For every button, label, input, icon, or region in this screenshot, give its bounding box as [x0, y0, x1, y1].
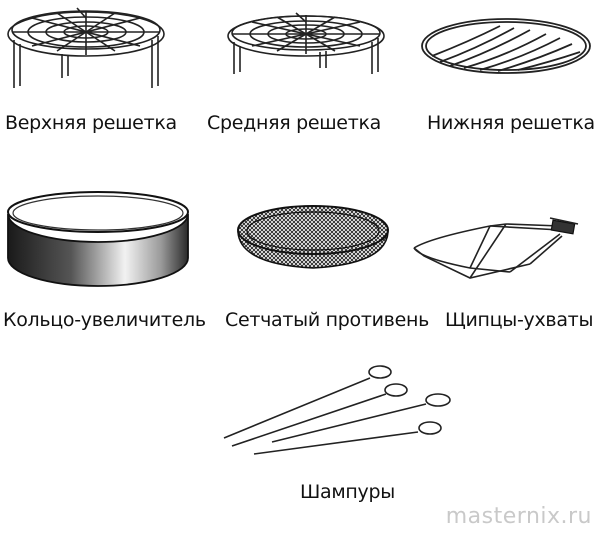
middle-rack-illustration	[227, 12, 385, 74]
skewers-illustration	[223, 365, 451, 455]
bottom-rack-illustration	[421, 18, 591, 74]
bottom-rack-label: Нижняя решетка	[427, 112, 595, 134]
mesh-tray-label: Сетчатый противень	[225, 309, 429, 331]
watermark: masternix.ru	[445, 504, 592, 529]
tongs-label: Щипцы-ухваты	[445, 309, 594, 331]
mesh-tray-illustration	[237, 205, 389, 269]
extender-ring-illustration	[7, 191, 189, 287]
skewers-label: Шампуры	[300, 481, 395, 503]
top-rack-label: Верхняя решетка	[5, 112, 177, 134]
tongs-illustration	[413, 217, 579, 279]
middle-rack-label: Средняя решетка	[207, 112, 381, 134]
extender-ring-label: Кольцо-увеличитель	[3, 309, 206, 331]
top-rack-illustration	[7, 7, 165, 88]
